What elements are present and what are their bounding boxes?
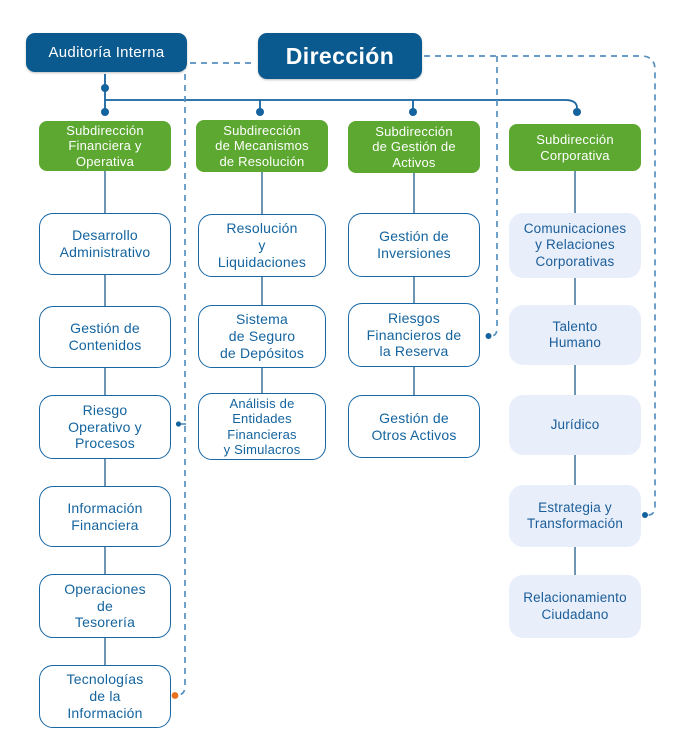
box-analisis-de-entidades-financieras: Análisis de Entidades Financieras y Simu… <box>198 393 326 460</box>
dashed-lines <box>176 55 656 696</box>
box-riesgos-financieros-de-la-reserva: Riesgos Financieros de la Reserva <box>348 303 480 367</box>
box-estrategia-y-transformacion: Estrategia y Transformación <box>509 485 641 547</box>
arrow-tip-dots <box>171 333 648 699</box>
orange-dot <box>171 692 179 699</box>
connector-dots <box>101 84 581 116</box>
trunk-line <box>104 74 578 109</box>
box-talento-humano: Talento Humano <box>509 305 641 365</box>
box-gestion-de-inversiones: Gestión de Inversiones <box>348 213 480 277</box>
box-desarrollo-administrativo: Desarrollo Administrativo <box>39 213 171 275</box>
box-juridico: Jurídico <box>509 395 641 455</box>
box-riesgo-operativo-y-procesos: Riesgo Operativo y Procesos <box>39 395 171 459</box>
box-resolucion-y-liquidaciones: Resolución y Liquidaciones <box>198 214 326 277</box>
header-subdireccion-gestion-activos: Subdirección de Gestión de Activos <box>348 121 480 173</box>
box-comunicaciones-y-relaciones-corporativas: Comunicaciones y Relaciones Corporativas <box>509 213 641 278</box>
box-sistema-de-seguro-de-depositos: Sistema de Seguro de Depósitos <box>198 305 326 368</box>
box-gestion-de-otros-activos: Gestión de Otros Activos <box>348 395 480 458</box>
box-gestion-de-contenidos: Gestión de Contenidos <box>39 306 171 368</box>
box-relacionamiento-ciudadano: Relacionamiento Ciudadano <box>509 575 641 638</box>
box-auditoria-interna: Auditoría Interna <box>26 33 187 72</box>
box-operaciones-de-tesoreria: Operaciones de Tesorería <box>39 574 171 638</box>
header-subdireccion-mecanismos-resolucion: Subdirección de Mecanismos de Resolución <box>196 120 328 172</box>
box-informacion-financiera: Información Financiera <box>39 486 171 547</box>
column-stems <box>104 171 576 665</box>
header-subdireccion-financiera-operativa: Subdirección Financiera y Operativa <box>39 121 171 171</box>
header-subdireccion-corporativa: Subdirección Corporativa <box>509 124 641 171</box>
box-tecnologias-de-la-informacion: Tecnologías de la Información <box>39 665 171 728</box>
box-direccion: Dirección <box>258 33 422 79</box>
